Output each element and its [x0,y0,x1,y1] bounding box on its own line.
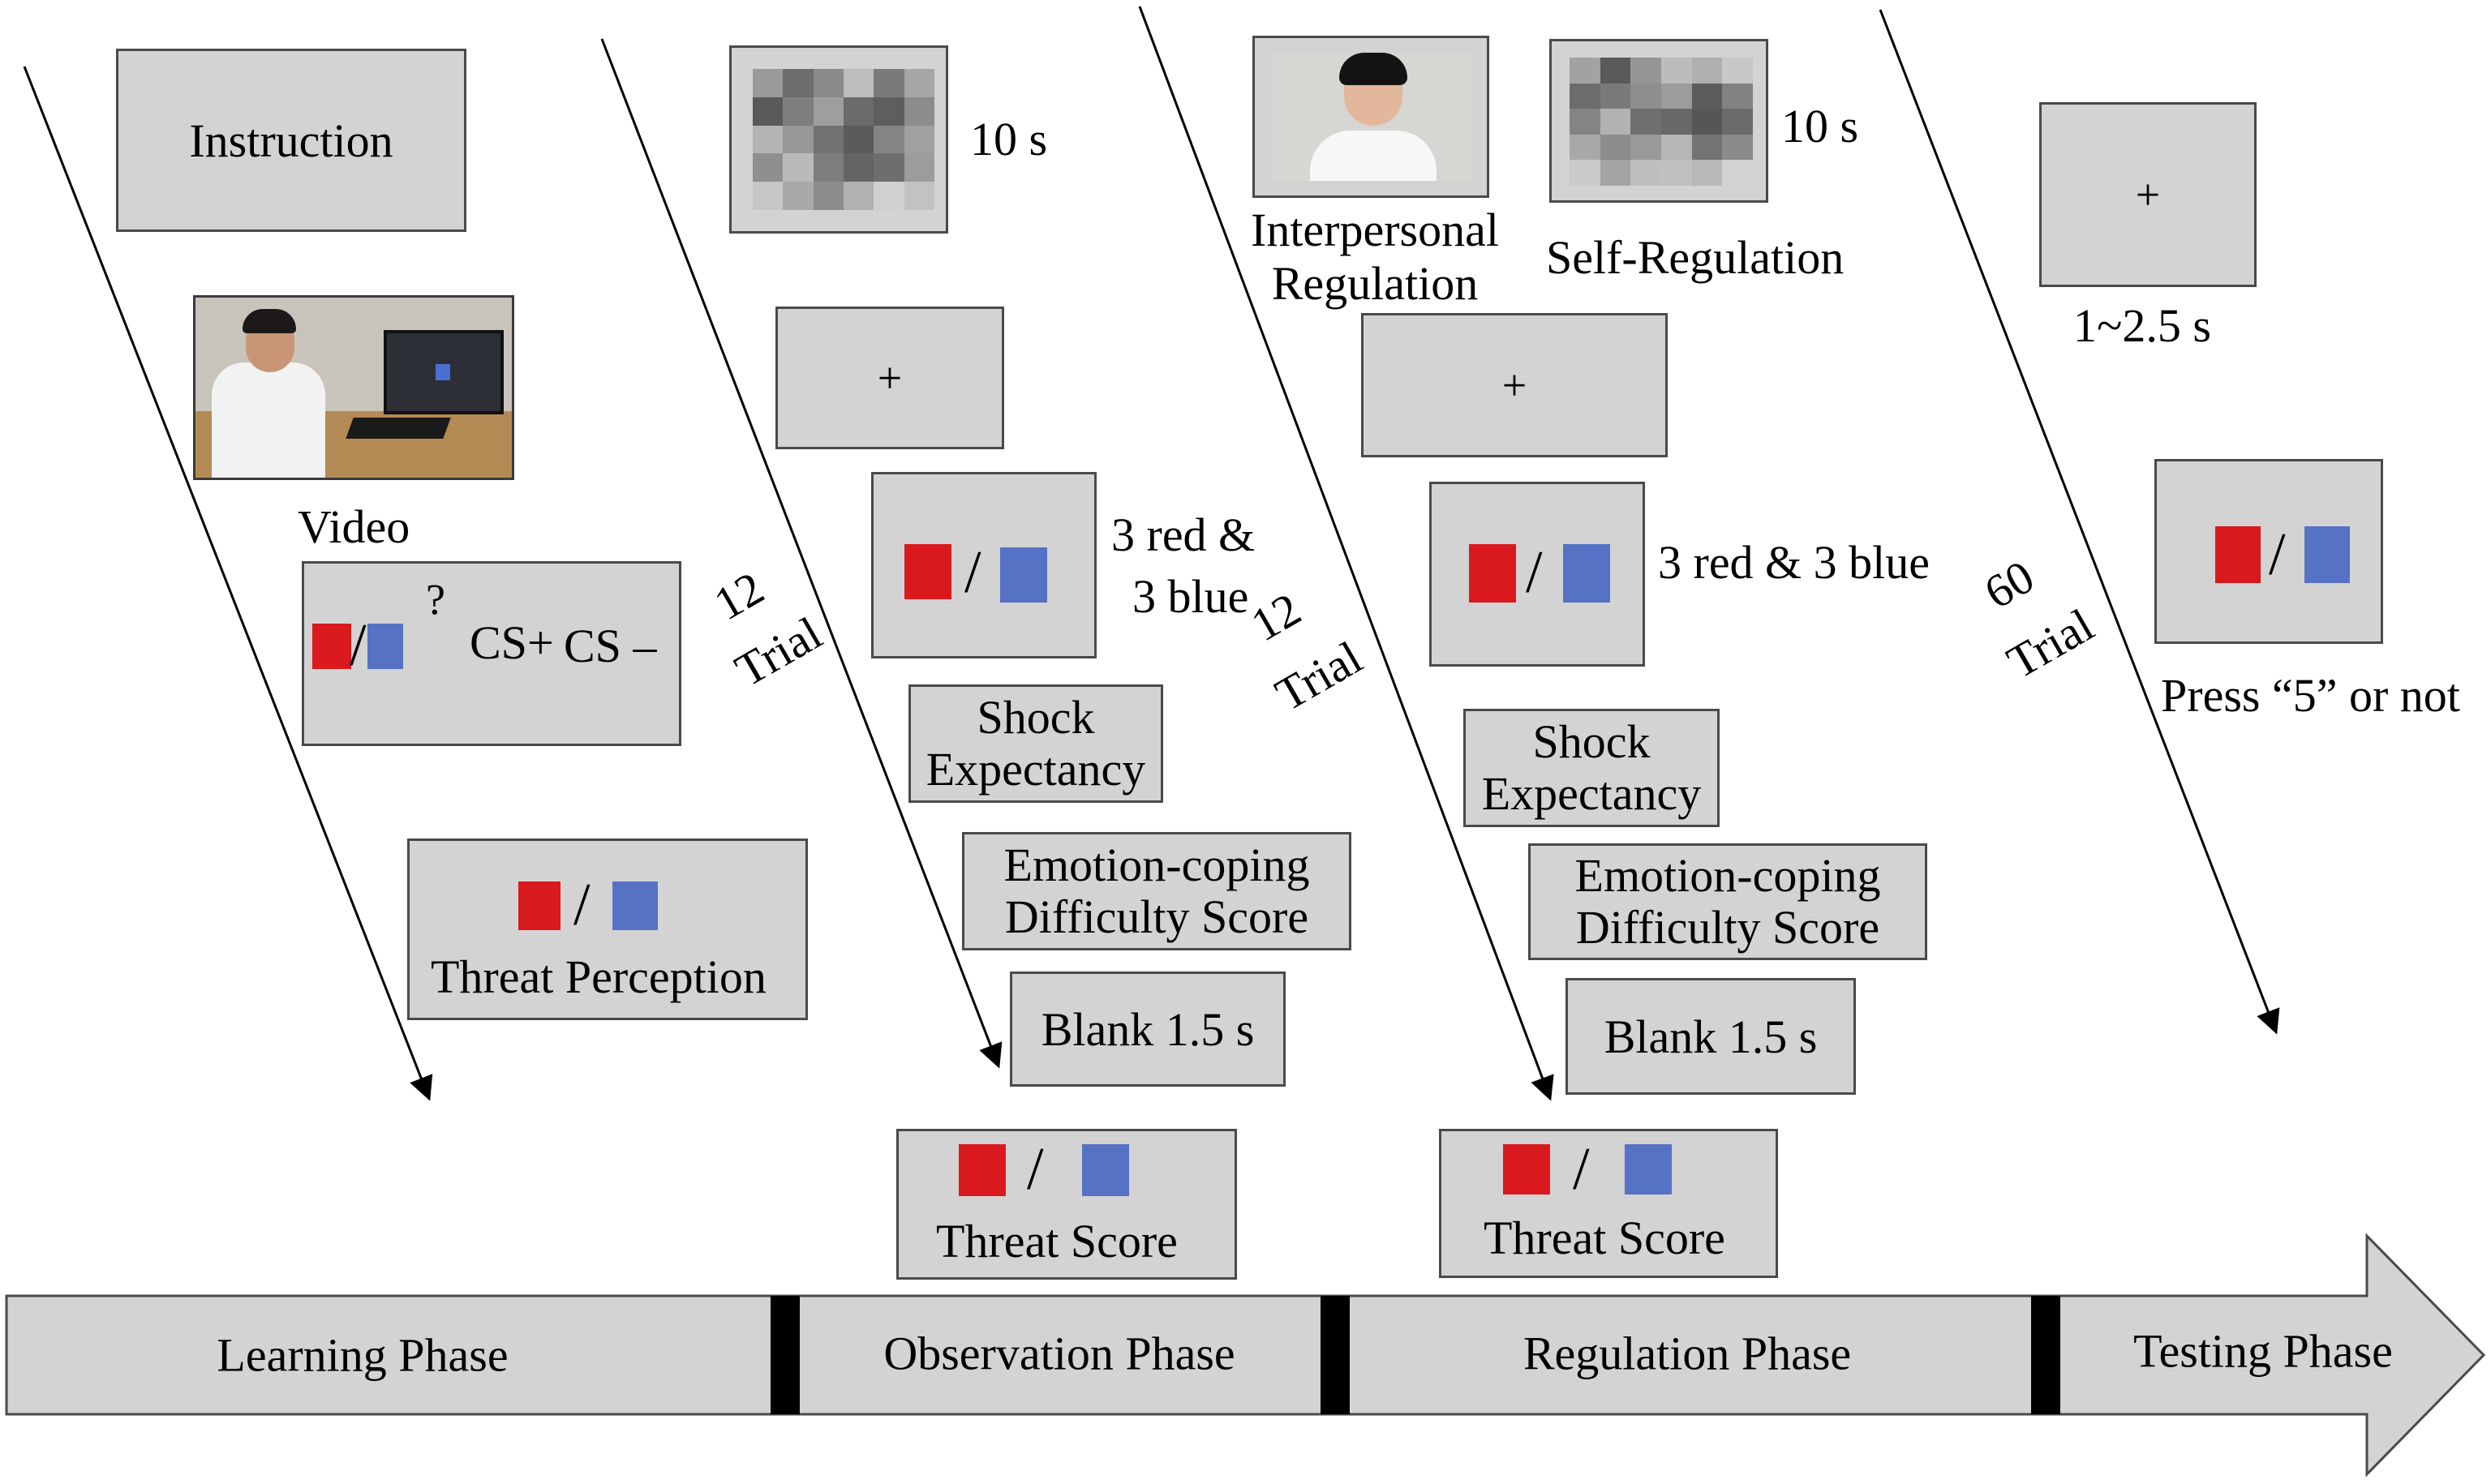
regulation-sequence-arrow [1138,6,1554,1101]
blank-text: Blank 1.5 s [1604,1010,1818,1063]
shock-line1: Shock [1532,715,1651,769]
observation-fixation-box: + [775,307,1004,449]
phase-label-testing: Testing Phase [2133,1324,2393,1378]
cs-plus-label: CS+ [470,616,554,669]
interpersonal-video-frame [1273,53,1472,181]
shock-line1: Shock [977,691,1095,744]
red-square [1503,1144,1550,1194]
interpersonal-video-box [1252,36,1489,198]
observation-threat-score-box: / Threat Score [896,1129,1237,1280]
blurred-face-mosaic [753,69,934,210]
cs-box: / ? CS+ CS – [302,561,681,746]
blank-text: Blank 1.5 s [1041,1002,1255,1056]
phase-separator [2031,1296,2060,1414]
red-square [312,624,351,669]
face-shirt [1310,131,1437,181]
video-thumbnail [193,295,514,480]
interpersonal-line2: Regulation [1271,257,1479,310]
question-mark: ? [426,575,445,624]
fixation-cross: + [1501,361,1527,410]
red-square [518,881,560,930]
learning-sequence-arrow [23,66,433,1101]
slash: / [350,612,367,679]
regulation-fixation-box: + [1361,313,1668,457]
phase-separator [771,1296,800,1414]
fixation-cross: + [2135,170,2161,219]
observation-video-box [729,45,948,234]
threat-score-text: Threat Score [936,1215,1178,1267]
slash: / [964,539,981,606]
slash: / [2269,521,2286,588]
instruction-box: Instruction [116,49,466,232]
red-square [959,1144,1006,1196]
threat-perception-text: Threat Perception [431,950,767,1003]
slash: / [1027,1136,1044,1203]
coping-line1: Emotion-coping [1003,839,1310,892]
blue-square [1082,1144,1129,1196]
face-hair [1339,53,1407,85]
observation-sequence-arrow [600,38,1003,1069]
testing-response: Press “5” or not [2161,669,2460,722]
timeline-arrow [5,1233,2486,1478]
video-keyboard [346,418,451,439]
observation-coping-difficulty-box: Emotion-coping Difficulty Score [962,832,1351,950]
regulation-stimulus-box: / [1429,482,1645,667]
instruction-text: Instruction [189,114,393,167]
observation-stimuli-line1: 3 red & [1111,508,1256,561]
video-monitor [384,330,504,414]
phase-label-observation: Observation Phase [883,1327,1235,1380]
cs-minus-label: CS – [564,620,657,672]
blue-square [367,624,403,669]
regulation-video-duration: 10 s [1781,100,1859,152]
video-label: Video [298,500,410,553]
blue-square [1563,544,1610,603]
blue-square [612,881,658,930]
coping-line2: Difficulty Score [1004,890,1309,943]
slash: / [573,872,591,938]
regulation-shock-expectancy-box: Shock Expectancy [1463,709,1720,827]
testing-sequence-arrow [1879,9,2280,1035]
coping-line2: Difficulty Score [1575,901,1880,954]
slash: / [1526,539,1543,606]
threat-score-text: Threat Score [1484,1212,1725,1264]
video-person-hair [243,309,296,333]
regulation-coping-difficulty-box: Emotion-coping Difficulty Score [1528,843,1927,960]
video-monitor-square [436,364,450,380]
observation-stimuli-line2: 3 blue [1132,570,1249,623]
fixation-cross: + [877,354,903,402]
testing-iti: 1~2.5 s [2073,299,2211,352]
blurred-face-mosaic [1570,58,1753,186]
red-square [904,544,951,599]
coping-line1: Emotion-coping [1574,849,1881,903]
observation-blank-box: Blank 1.5 s [1010,971,1286,1087]
observation-stimulus-box: / [871,472,1097,658]
video-person-body [212,362,325,478]
threat-perception-box: / Threat Perception [407,839,808,1020]
testing-stimulus-box: / [2154,459,2383,644]
phase-label-learning: Learning Phase [217,1328,509,1382]
observation-video-duration: 10 s [970,113,1048,165]
interpersonal-line1: Interpersonal [1251,204,1499,256]
slash: / [1573,1136,1590,1203]
red-square [2215,526,2261,583]
blue-square [1000,547,1047,603]
phase-separator [1321,1296,1350,1414]
regulation-blank-box: Blank 1.5 s [1565,978,1856,1095]
testing-fixation-box: + [2039,102,2257,287]
blue-square [2304,526,2350,583]
blue-square [1625,1144,1672,1194]
regulation-stimuli: 3 red & 3 blue [1658,536,1931,589]
shock-line2: Expectancy [1481,767,1702,820]
self-regulation-video-box [1549,39,1768,203]
self-regulation-label: Self-Regulation [1546,231,1845,284]
regulation-threat-score-box: / Threat Score [1439,1129,1778,1278]
shock-line2: Expectancy [926,743,1146,796]
observation-shock-expectancy-box: Shock Expectancy [908,684,1163,803]
phase-label-regulation: Regulation Phase [1523,1327,1852,1380]
red-square [1469,544,1516,603]
